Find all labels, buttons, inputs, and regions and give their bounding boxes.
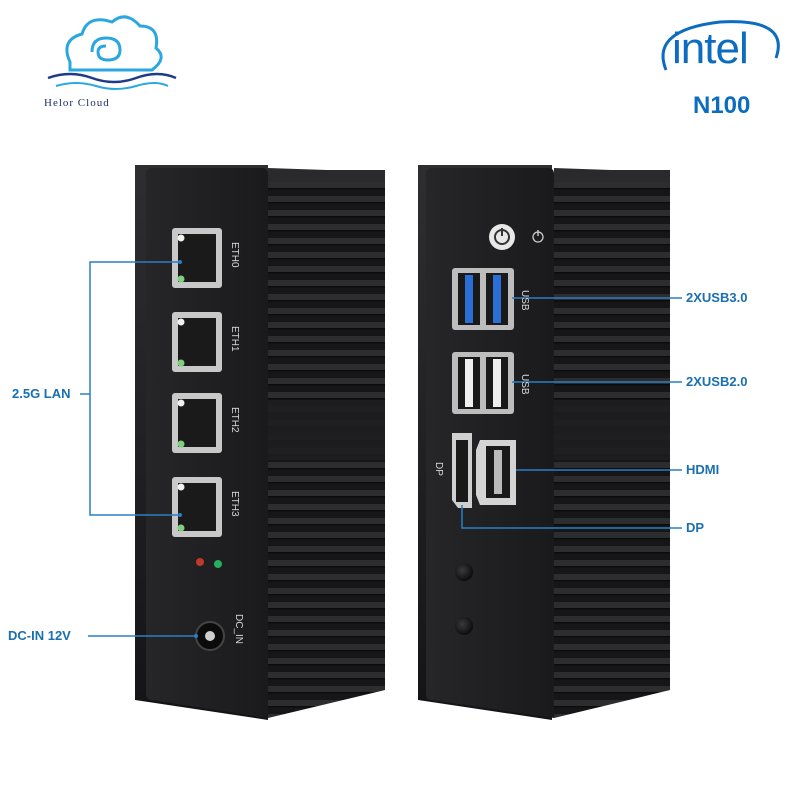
eth3-port <box>172 477 222 537</box>
intel-logo-ring <box>661 20 780 71</box>
cloud-wave-logo <box>47 15 177 90</box>
usb2-label: USB <box>519 374 530 395</box>
callout-dc-in: DC-IN 12V <box>8 628 71 643</box>
power-icon <box>532 230 544 243</box>
callout-usb2: 2XUSB2.0 <box>686 374 748 389</box>
dc-in-label: DC_IN <box>233 614 244 645</box>
callout-lan: 2.5G LAN <box>12 386 71 401</box>
front-unit <box>135 165 385 720</box>
status-led-green <box>214 560 222 568</box>
callout-lines <box>80 261 682 637</box>
antenna-hole-2 <box>455 617 473 635</box>
usb2-ports <box>452 352 514 414</box>
eth0-label: ETH0 <box>229 242 240 268</box>
eth2-label: ETH2 <box>229 407 240 433</box>
eth1-label: ETH1 <box>229 326 240 352</box>
eth1-port <box>172 312 222 372</box>
usb3-ports <box>452 268 514 330</box>
eth2-port <box>172 393 222 453</box>
brand-name: Helor Cloud <box>44 97 110 109</box>
power-button <box>489 224 515 250</box>
cpu-model: N100 <box>693 92 751 119</box>
intel-wordmark: intel <box>672 24 749 73</box>
eth3-label: ETH3 <box>229 491 240 517</box>
antenna-hole-1 <box>455 563 473 581</box>
status-led-red <box>196 558 204 566</box>
hdmi-port <box>476 440 516 505</box>
callout-hdmi: HDMI <box>686 462 720 477</box>
dp-port <box>452 433 472 508</box>
callout-usb3: 2XUSB3.0 <box>686 290 748 305</box>
usb3-label: USB <box>519 290 530 311</box>
callout-dp: DP <box>686 520 705 535</box>
rear-unit <box>418 165 670 720</box>
dp-port-label: DP <box>433 462 444 476</box>
eth0-port <box>172 228 222 288</box>
dc-in-jack <box>195 621 225 651</box>
